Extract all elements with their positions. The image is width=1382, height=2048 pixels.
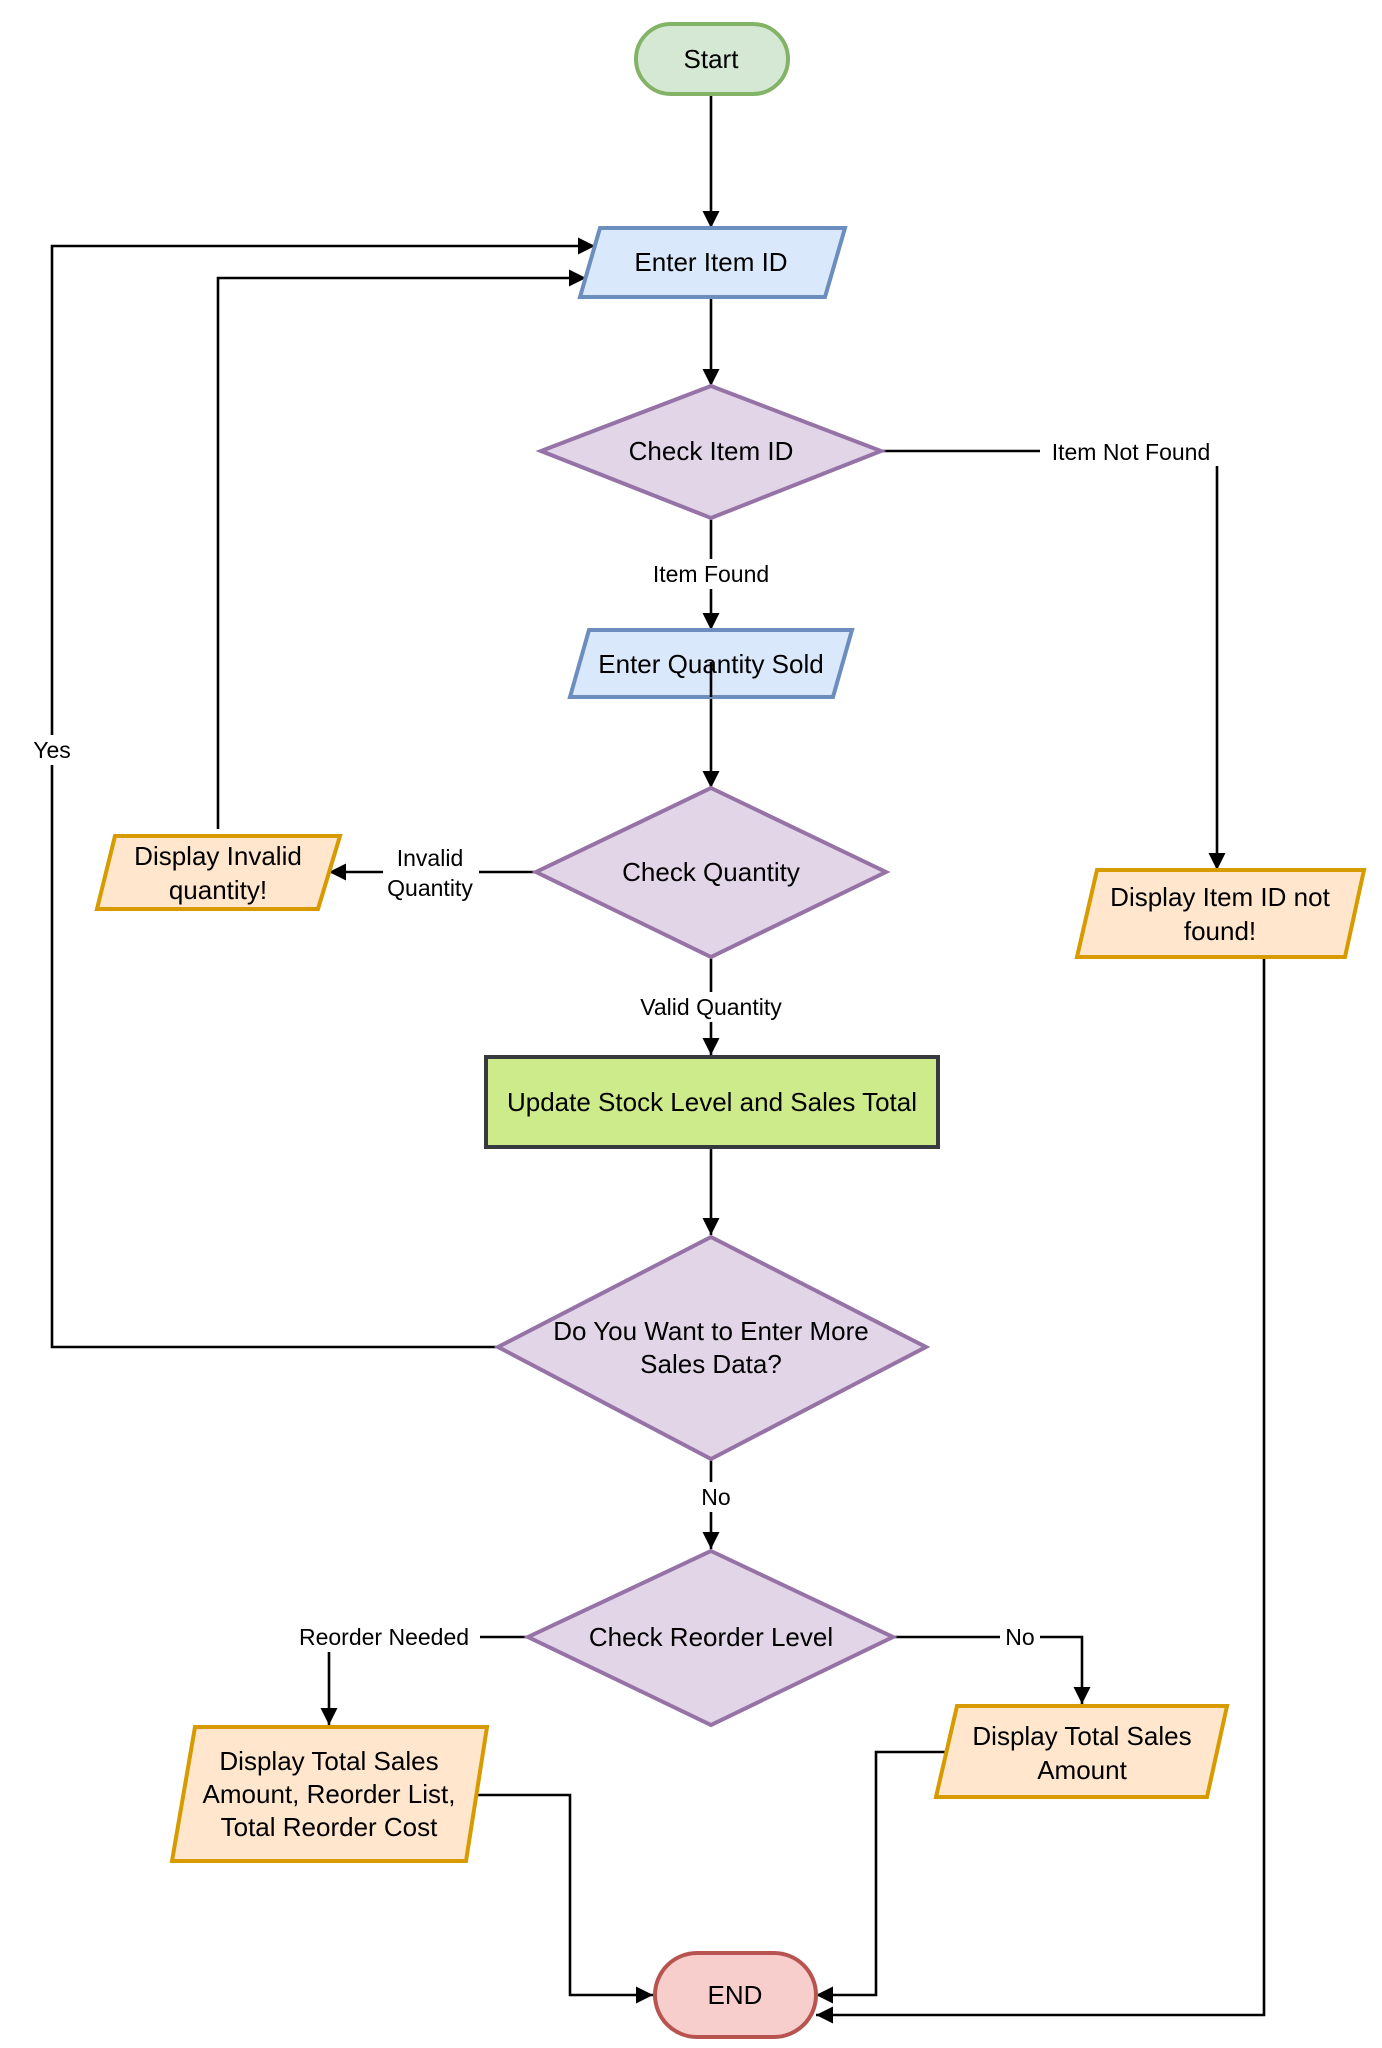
item-not-found-node: Display Item ID not found! — [1074, 868, 1367, 959]
end-label: END — [708, 1980, 763, 2010]
check-reorder-node: Check Reorder Level — [523, 1548, 898, 1728]
reorder-output-node: Display Total Sales Amount, Reorder List… — [169, 1725, 490, 1863]
edge-label-invalid-quantity-line1: Invalid — [397, 845, 463, 871]
end-node: END — [653, 1951, 818, 2039]
edge-label-yes: Yes — [33, 737, 71, 763]
edge-label-no-reorder: No — [1005, 1624, 1034, 1650]
item-not-found-label-line1: Display Item ID not — [1110, 882, 1330, 912]
start-node: Start — [634, 22, 790, 96]
update-stock-label: Update Stock Level and Sales Total — [507, 1087, 917, 1117]
edge-label-invalid-quantity-line2: Quantity — [387, 875, 473, 901]
total-sales-output-label-line1: Display Total Sales — [972, 1721, 1191, 1751]
edge-total-sales-to-end — [816, 1750, 948, 2004]
invalid-quantity-node: Display Invalid quantity! — [94, 834, 343, 911]
start-shape — [636, 24, 788, 94]
more-sales-label-line1: Do You Want to Enter More — [553, 1316, 869, 1346]
enter-item-id-label: Enter Item ID — [634, 247, 787, 277]
total-sales-output-shape — [936, 1706, 1227, 1797]
more-sales-shape — [498, 1237, 926, 1459]
edge-label-item-found: Item Found — [653, 561, 769, 587]
edge-invalid-loop-back — [216, 269, 586, 829]
end-shape — [655, 1953, 816, 2037]
edge-label-valid-quantity: Valid Quantity — [640, 994, 782, 1020]
edge-labels: Item Not Found Item Found Invalid Quanti… — [26, 436, 1222, 1652]
more-sales-label-line2: Sales Data? — [640, 1349, 782, 1379]
edge-label-no-more-sales: No — [701, 1484, 730, 1510]
invalid-quantity-shape — [97, 836, 340, 909]
reorder-output-label-line2: Amount, Reorder List, — [203, 1779, 456, 1809]
more-sales-node: Do You Want to Enter More Sales Data? — [493, 1234, 931, 1462]
check-item-id-node: Check Item ID — [535, 383, 887, 521]
total-sales-output-label-line2: Amount — [1037, 1755, 1127, 1785]
edge-item-not-found-to-end — [816, 957, 1266, 2024]
edge-label-item-not-found: Item Not Found — [1052, 439, 1211, 465]
enter-item-id-shape — [580, 228, 845, 297]
enter-item-id-node: Enter Item ID — [577, 226, 848, 299]
check-quantity-label: Check Quantity — [622, 857, 800, 887]
edge-no-reorder — [893, 1635, 1091, 1704]
invalid-quantity-label-line2: quantity! — [169, 875, 267, 905]
edge-label-reorder-needed: Reorder Needed — [299, 1624, 469, 1650]
update-stock-shape — [486, 1057, 938, 1147]
check-reorder-label: Check Reorder Level — [589, 1622, 833, 1652]
total-sales-output-node: Display Total Sales Amount — [933, 1704, 1230, 1799]
update-stock-node: Update Stock Level and Sales Total — [484, 1055, 940, 1149]
edge-reorder-output-to-end — [472, 1793, 653, 2004]
edge-yes-loop-back — [50, 237, 595, 1349]
item-not-found-shape — [1077, 870, 1364, 957]
invalid-quantity-label-line1: Display Invalid — [134, 841, 302, 871]
item-not-found-label-line2: found! — [1184, 916, 1256, 946]
check-item-id-label: Check Item ID — [629, 436, 794, 466]
reorder-output-shape — [172, 1727, 487, 1861]
edge-item-not-found — [881, 449, 1226, 870]
check-quantity-node: Check Quantity — [531, 785, 891, 960]
start-label: Start — [684, 44, 740, 74]
reorder-output-label-line3: Total Reorder Cost — [221, 1812, 439, 1842]
reorder-output-label-line1: Display Total Sales — [219, 1746, 438, 1776]
